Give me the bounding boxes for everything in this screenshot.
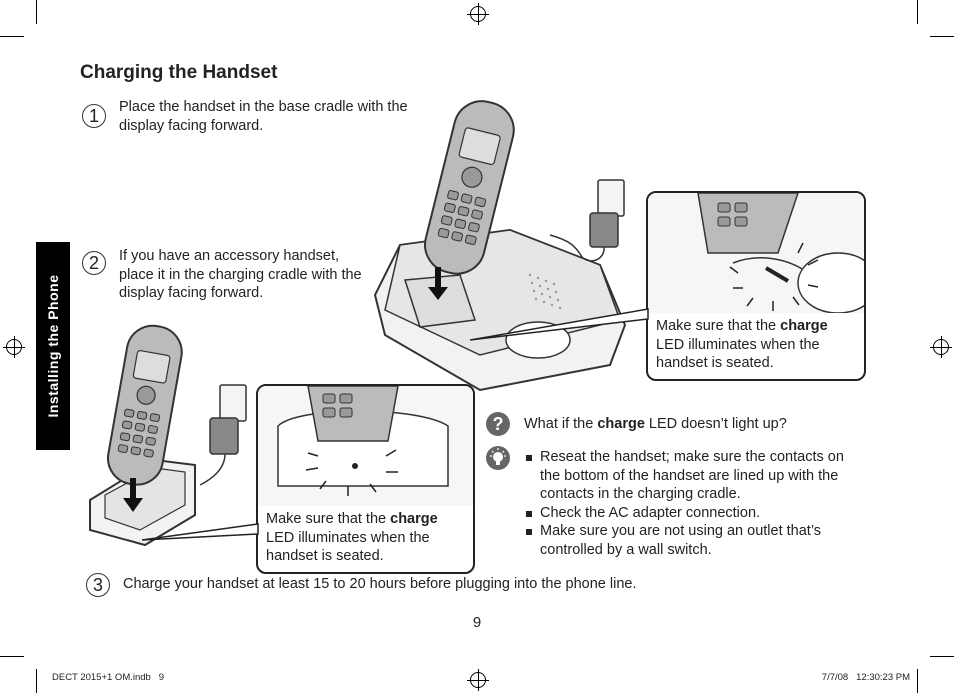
base-charge-led-callout: Make sure that the charge LED illuminate… [646,191,866,381]
registration-mark-icon [467,669,489,691]
step-number-1: 1 [82,104,106,128]
step-text-2: If you have an accessory handset, place … [119,248,362,301]
page-title: Charging the Handset [80,62,278,83]
registration-mark-icon [3,336,25,358]
question-icon: ? [486,412,510,436]
footer-timestamp: 7/7/08 12:30:23 PM [821,672,910,683]
crop-mark [36,0,37,24]
down-arrow-icon [428,267,448,300]
list-item: Check the AC adapter connection. [526,504,846,523]
step-text-1: Place the handset in the base cradle wit… [119,99,408,134]
crop-mark [930,36,954,37]
tip-bullet-list: Reseat the handset; make sure the contac… [526,448,846,559]
callout-pointer [141,523,259,541]
callout-text-part: LED illuminates when the handset is seat… [266,529,430,565]
crop-mark [0,36,24,37]
step-text-3: Charge your handset at least 15 to 20 ho… [123,576,637,592]
callout-text-part: Make sure that the [656,318,781,334]
section-side-tab-label: Installing the Phone [45,274,61,418]
callout-text-bold: charge [780,318,828,334]
base-callout-text: Make sure that the charge LED illuminate… [656,317,856,373]
step-number-2: 2 [82,251,106,275]
footer-file-info: DECT 2015+1 OM.indb 9 [52,672,165,683]
page-number: 9 [472,614,482,631]
tip-question-part: LED doesn’t light up? [644,416,787,432]
section-side-tab: Installing the Phone [36,242,70,450]
accessory-callout-text: Make sure that the charge LED illuminate… [266,510,466,566]
crop-mark [917,0,918,24]
callout-text-part: Make sure that the [266,511,391,527]
tip-question-part: What if the [524,416,598,432]
list-item: Reseat the handset; make sure the contac… [526,448,846,504]
crop-mark [930,656,954,657]
callout-text-bold: charge [390,511,438,527]
accessory-cradle-closeup-illustration [258,386,473,506]
registration-mark-icon [930,336,952,358]
accessory-charger-illustration [89,324,247,547]
base-station-illustration [373,100,627,392]
tip-question: What if the charge LED doesn’t light up? [524,415,854,434]
callout-pointer [470,308,649,341]
lightbulb-icon [486,446,510,470]
list-item: Make sure you are not using an outlet th… [526,522,846,559]
tip-question-bold: charge [597,416,645,432]
base-cradle-closeup-illustration [648,193,864,313]
crop-mark [0,656,24,657]
callout-text-part: LED illuminates when the handset is seat… [656,336,820,372]
crop-mark [917,669,918,693]
registration-mark-icon [467,3,489,25]
down-arrow-icon [123,478,143,512]
crop-mark [36,669,37,693]
accessory-charge-led-callout: Make sure that the charge LED illuminate… [256,384,475,574]
step-number-3: 3 [86,573,110,597]
